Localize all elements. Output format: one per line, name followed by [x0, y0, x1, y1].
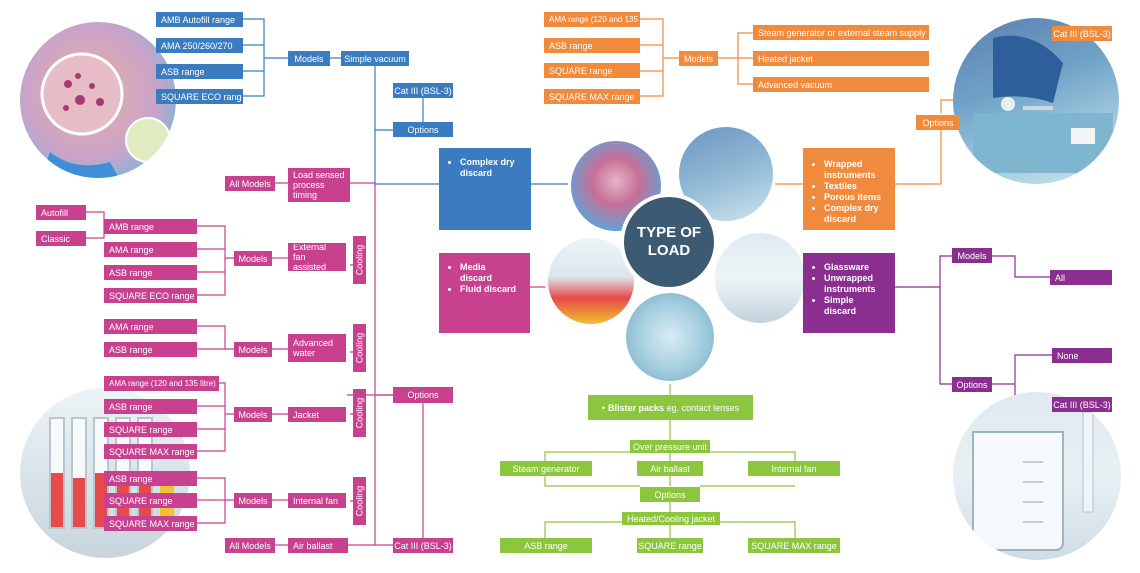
pink-fan-models: Models: [234, 251, 272, 266]
green-steam-generator: Steam generator: [500, 461, 592, 476]
pink-water-models: Models: [234, 342, 272, 357]
pink-jacket-models: Models: [234, 407, 272, 422]
orange-cat-iii: Cat III (BSL-3): [1052, 26, 1112, 41]
wrapped-item: Porous items: [824, 192, 884, 203]
blue-options: Options: [393, 122, 453, 137]
pink-load-sensed: Load sensed process timing: [288, 168, 350, 202]
pink-jacket-cooling: Cooling: [353, 389, 366, 437]
blue-models: Models: [288, 51, 330, 66]
orange-range-square: SQUARE range: [544, 63, 640, 78]
blue-range-asb: ASB range: [156, 64, 243, 79]
pink-water-range-ama: AMA range: [104, 319, 197, 334]
pink-fan-range-ama: AMA range: [104, 242, 197, 257]
petal-tubes-photo: [545, 235, 637, 327]
glassware-item: Glassware: [824, 262, 884, 273]
purple-all: All: [1050, 270, 1112, 285]
green-range-square: SQUARE range: [637, 538, 703, 553]
pink-fan-range-asb: ASB range: [104, 265, 197, 280]
pink-jacket-range-square-max: SQUARE MAX range: [104, 444, 197, 459]
blue-range-amb: AMB Autofill range: [156, 12, 243, 27]
blue-simple-vacuum: Simple vacuum: [341, 51, 409, 66]
pink-air-ballast: Air ballast: [288, 538, 348, 553]
pink-fan-range-square-eco: SQUARE ECO range: [104, 288, 197, 303]
green-heated-jacket: Heated/Cooling jacket: [622, 512, 720, 525]
pink-internal-models: Models: [234, 493, 272, 508]
petal-blister-photo: [623, 290, 717, 384]
wrapped-item: Complex dry discard: [824, 203, 884, 225]
purple-models: Models: [952, 248, 992, 263]
green-internal-fan: Internal fan: [748, 461, 840, 476]
pink-water-range-asb: ASB range: [104, 342, 197, 357]
media-item: Fluid discard: [460, 284, 519, 295]
petri-dish-photo: [20, 22, 176, 178]
surgical-instruments-icon: [973, 35, 1113, 173]
wrapped-instruments-box: Wrapped instruments Textiles Porous item…: [803, 148, 895, 230]
media-discard-box: Media discard Fluid discard: [439, 253, 530, 333]
orange-range-asb: ASB range: [544, 38, 640, 53]
beaker-icon: [972, 411, 1094, 551]
orange-feature-jacket: Heated jacket: [753, 51, 929, 66]
pink-load-all-models: All Models: [225, 176, 275, 191]
orange-options: Options: [916, 115, 960, 130]
pink-external-fan: External fan assisted: [288, 243, 346, 271]
green-air-ballast: Air ballast: [637, 461, 703, 476]
pink-water-cooling: Cooling: [353, 324, 366, 372]
media-item: Media discard: [460, 262, 519, 284]
type-of-load-title: TYPE OF LOAD: [620, 193, 718, 291]
glassware-item: Simple discard: [824, 295, 884, 317]
blister-title: Blister packs: [608, 402, 665, 413]
pink-options: Options: [393, 387, 453, 403]
pink-autofill: Autofill: [36, 205, 86, 220]
beaker-photo: [953, 392, 1121, 560]
green-options: Options: [640, 487, 700, 502]
complex-dry-discard-box: Complex dry discard: [439, 148, 531, 230]
pink-cat-iii: Cat III (BSL-3): [393, 538, 453, 553]
pink-jacket: Jacket: [288, 407, 346, 422]
surgery-photo: [953, 18, 1119, 184]
pink-jacket-range-square: SQUARE range: [104, 422, 197, 437]
pink-advanced-water: Advanced water: [288, 334, 346, 362]
green-range-square-max: SQUARE MAX range: [748, 538, 840, 553]
pink-internal-cooling: Cooling: [353, 477, 366, 525]
pink-jacket-range-asb: ASB range: [104, 399, 197, 414]
bacteria-culture-icon: [40, 52, 171, 178]
orange-models: Models: [679, 51, 718, 66]
pink-jacket-range-ama: AMA range (120 and 135 litre): [104, 376, 219, 391]
purple-options: Options: [952, 377, 992, 392]
pink-classic: Classic: [36, 231, 86, 246]
orange-range-square-max: SQUARE MAX range: [544, 89, 640, 104]
blue-range-ama: AMA 250/260/270: [156, 38, 243, 53]
glassware-item: Unwrapped instruments: [824, 273, 884, 295]
blue-range-square-eco: SQUARE ECO range: [156, 89, 243, 104]
orange-range-ama: AMA range (120 and 135 litre): [544, 12, 640, 27]
purple-none: None: [1052, 348, 1112, 363]
pink-air-all-models: All Models: [225, 538, 275, 553]
pink-internal-fan: Internal fan: [288, 493, 346, 508]
pink-internal-range-asb: ASB range: [104, 471, 197, 486]
green-over-pressure: Over pressure unit: [630, 440, 710, 453]
pink-fan-cooling: Cooling: [353, 236, 366, 284]
glassware-box: Glassware Unwrapped instruments Simple d…: [803, 253, 895, 333]
blue-cat-iii: Cat III (BSL-3): [393, 83, 453, 98]
petal-glass-photo: [712, 230, 808, 326]
green-range-asb: ASB range: [500, 538, 592, 553]
wrapped-item: Textiles: [824, 181, 884, 192]
blister-suffix: eg. contact lenses: [664, 402, 740, 413]
complex-dry-item: Complex dry discard: [460, 157, 520, 179]
petal-petri-photo: [568, 138, 664, 234]
pink-internal-range-square: SQUARE range: [104, 493, 197, 508]
pink-fan-range-amb: AMB range: [104, 219, 197, 234]
orange-feature-vacuum: Advanced vacuum: [753, 77, 929, 92]
purple-cat-iii: Cat III (BSL-3): [1052, 397, 1112, 412]
orange-feature-steam: Steam generator or external steam supply: [753, 25, 929, 40]
wrapped-item: Wrapped instruments: [824, 159, 884, 181]
pink-internal-range-square-max: SQUARE MAX range: [104, 516, 197, 531]
blister-packs-box: •Blister packs eg. contact lenses: [588, 395, 753, 420]
